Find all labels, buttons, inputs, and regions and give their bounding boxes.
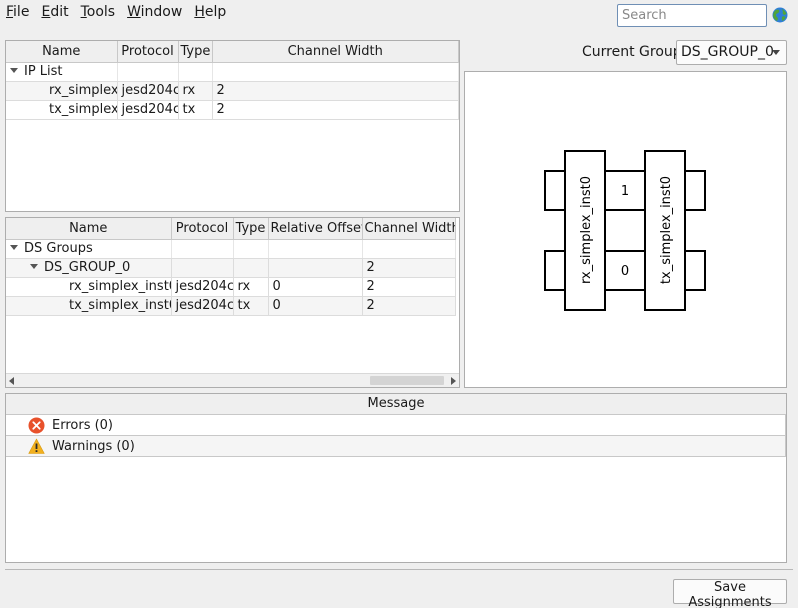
tree-group-ds-group-0[interactable]: DS_GROUP_0 2 bbox=[6, 258, 456, 278]
warning-icon bbox=[28, 438, 45, 454]
warnings-row[interactable]: Warnings (0) bbox=[6, 436, 786, 457]
tx-block[interactable] bbox=[644, 150, 686, 311]
ds-groups-panel: Name Protocol Type Relative Offset Chann… bbox=[5, 217, 460, 388]
ip-list-table: Name Protocol Type Channel Width IP List… bbox=[6, 41, 459, 120]
expand-arrow-icon[interactable] bbox=[30, 264, 38, 269]
menu-edit[interactable]: Edit bbox=[41, 4, 69, 20]
menu-window[interactable]: Window bbox=[127, 4, 183, 20]
table-row[interactable]: tx_simplex_inst0 jesd204c tx 0 2 bbox=[6, 296, 456, 316]
column-header-type[interactable]: Type bbox=[233, 218, 269, 240]
expand-arrow-icon[interactable] bbox=[10, 68, 18, 73]
ip-list-panel: Name Protocol Type Channel Width IP List… bbox=[5, 40, 460, 212]
rx-block[interactable] bbox=[564, 150, 606, 311]
channel-label-0: 0 bbox=[621, 264, 629, 279]
lane-diagram: rx_simplex_inst0 tx_simplex_inst0 1 0 bbox=[544, 150, 706, 311]
tx-block-label: tx_simplex_inst0 bbox=[659, 176, 674, 284]
rx-stub-top bbox=[544, 170, 567, 211]
message-header[interactable]: Message bbox=[6, 394, 786, 415]
rx-stub-bottom bbox=[544, 250, 567, 291]
column-header-relative-offset[interactable]: Relative Offset bbox=[268, 218, 363, 240]
table-row[interactable]: rx_simplex jesd204c rx 2 bbox=[6, 81, 459, 101]
table-row[interactable]: rx_simplex_inst0 jesd204c rx 0 2 bbox=[6, 277, 456, 297]
column-header-channel-width[interactable]: Channel Width bbox=[362, 218, 456, 240]
horizontal-scrollbar[interactable] bbox=[6, 373, 459, 387]
tx-stub-bottom bbox=[683, 250, 706, 291]
menu-bar: File Edit Tools Window Help bbox=[0, 0, 798, 24]
column-header-name[interactable]: Name bbox=[6, 218, 172, 240]
message-panel: Message Errors (0) Warnings (0) bbox=[5, 393, 787, 563]
footer-divider bbox=[5, 569, 793, 570]
column-header-channel-width[interactable]: Channel Width bbox=[212, 41, 459, 63]
column-header-protocol[interactable]: Protocol bbox=[117, 41, 179, 63]
globe-icon[interactable] bbox=[772, 7, 788, 23]
tx-stub-top bbox=[683, 170, 706, 211]
current-group-select[interactable]: DS_GROUP_0 bbox=[676, 40, 787, 65]
scroll-left-icon[interactable] bbox=[9, 377, 14, 385]
rx-block-label: rx_simplex_inst0 bbox=[579, 176, 594, 284]
menu-file[interactable]: File bbox=[6, 4, 30, 20]
errors-row[interactable]: Errors (0) bbox=[6, 415, 786, 436]
current-group-label: Current Group: bbox=[582, 44, 687, 60]
tree-group-ds-groups[interactable]: DS Groups bbox=[6, 239, 456, 259]
channel-label-1: 1 bbox=[621, 184, 629, 199]
menu-tools[interactable]: Tools bbox=[80, 4, 116, 20]
ds-groups-table: Name Protocol Type Relative Offset Chann… bbox=[6, 218, 456, 316]
expand-arrow-icon[interactable] bbox=[10, 245, 18, 250]
chevron-down-icon bbox=[772, 50, 780, 55]
search-input[interactable] bbox=[617, 4, 767, 27]
menu-help[interactable]: Help bbox=[194, 4, 227, 20]
error-icon bbox=[28, 417, 45, 433]
tree-group-ip-list[interactable]: IP List bbox=[6, 62, 459, 82]
column-header-name[interactable]: Name bbox=[6, 41, 118, 63]
group-diagram-panel: rx_simplex_inst0 tx_simplex_inst0 1 0 bbox=[464, 71, 787, 388]
column-header-type[interactable]: Type bbox=[178, 41, 213, 63]
scrollbar-thumb[interactable] bbox=[370, 376, 444, 385]
column-header-protocol[interactable]: Protocol bbox=[171, 218, 234, 240]
channel-box-0[interactable] bbox=[603, 250, 647, 291]
table-row[interactable]: tx_simplex jesd204c tx 2 bbox=[6, 100, 459, 120]
save-assignments-button[interactable]: Save Assignments bbox=[673, 579, 787, 608]
scroll-right-icon[interactable] bbox=[451, 377, 456, 385]
